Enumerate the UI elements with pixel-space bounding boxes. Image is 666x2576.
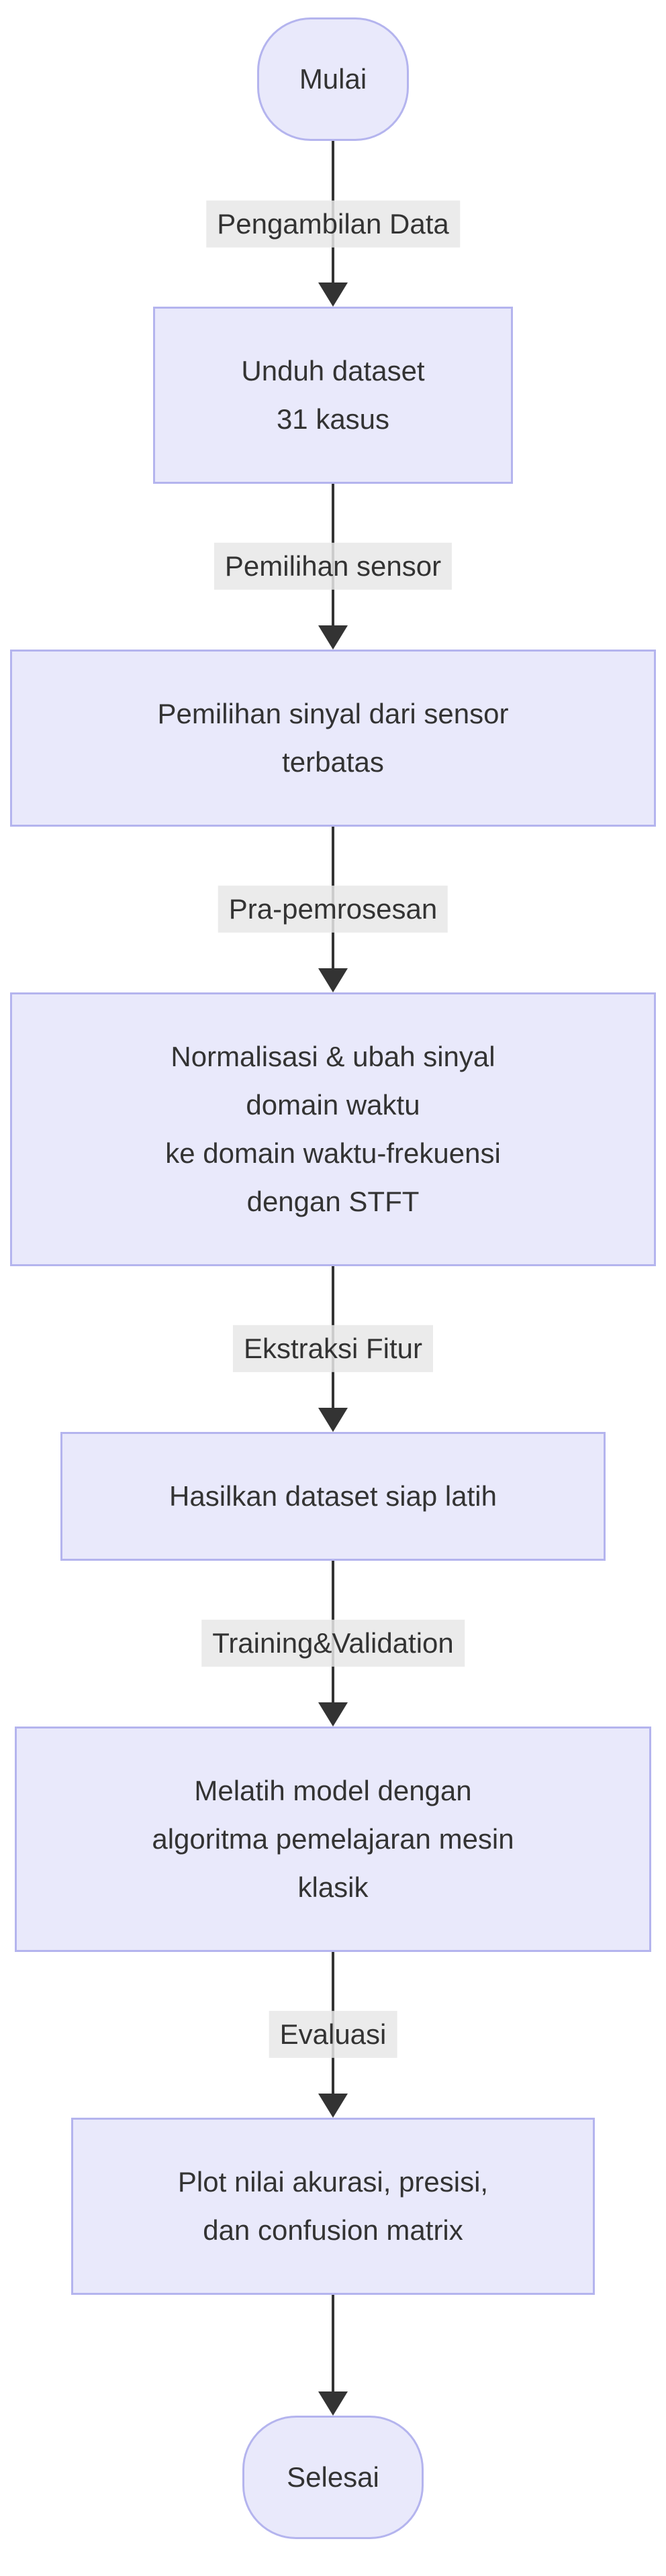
edge-label-ekstraksi-fitur: Ekstraksi Fitur	[232, 1325, 434, 1373]
arrowhead-icon	[318, 1408, 348, 1432]
edge-label-pra-pemrosesan: Pra-pemrosesan	[218, 885, 448, 933]
node-normalisasi-stft: Normalisasi & ubah sinyal domain waktu k…	[10, 992, 656, 1266]
node-melatih-model: Melatih model dengan algoritma pemelajar…	[15, 1727, 651, 1952]
node-label: Unduh dataset	[241, 355, 425, 387]
node-label: domain waktu	[246, 1089, 420, 1121]
node-label: Pemilihan sinyal dari sensor	[157, 698, 509, 730]
edge-label-evaluasi: Evaluasi	[269, 2010, 397, 2059]
arrowhead-icon	[318, 1702, 348, 1727]
arrowhead-icon	[318, 282, 348, 307]
arrowhead-icon	[318, 2391, 348, 2416]
node-pemilihan-sinyal: Pemilihan sinyal dari sensor terbatas	[10, 650, 656, 827]
node-label: dengan STFT	[246, 1185, 420, 1217]
edge-plot-selesai	[332, 2295, 334, 2393]
node-mulai: Mulai	[257, 17, 409, 141]
node-plot-evaluasi: Plot nilai akurasi, presisi, dan confusi…	[71, 2118, 595, 2295]
node-label: 31 kasus	[276, 403, 390, 435]
node-label: klasik	[297, 1871, 369, 1903]
arrowhead-icon	[318, 2094, 348, 2118]
node-selesai: Selesai	[242, 2416, 424, 2539]
node-unduh-dataset: Unduh dataset 31 kasus	[153, 307, 513, 484]
node-label: Normalisasi & ubah sinyal	[171, 1041, 495, 1073]
arrowhead-icon	[318, 968, 348, 992]
node-label: algoritma pemelajaran mesin	[152, 1823, 514, 1855]
node-label: terbatas	[282, 746, 384, 778]
node-label: Hasilkan dataset siap latih	[169, 1480, 497, 1512]
node-label: Plot nilai akurasi, presisi,	[177, 2166, 489, 2198]
node-label: Melatih model dengan	[194, 1775, 472, 1807]
node-label: Selesai	[287, 2461, 379, 2493]
edge-label-training-validation: Training&Validation	[201, 1619, 465, 1667]
edge-label-pengambilan-data: Pengambilan Data	[206, 200, 460, 248]
edge-label-pemilihan-sensor: Pemilihan sensor	[213, 542, 453, 590]
arrowhead-icon	[318, 625, 348, 650]
node-label: Mulai	[299, 63, 367, 95]
node-label: ke domain waktu-frekuensi	[165, 1137, 501, 1169]
node-hasilkan-dataset: Hasilkan dataset siap latih	[60, 1432, 606, 1561]
node-label: dan confusion matrix	[203, 2214, 463, 2246]
